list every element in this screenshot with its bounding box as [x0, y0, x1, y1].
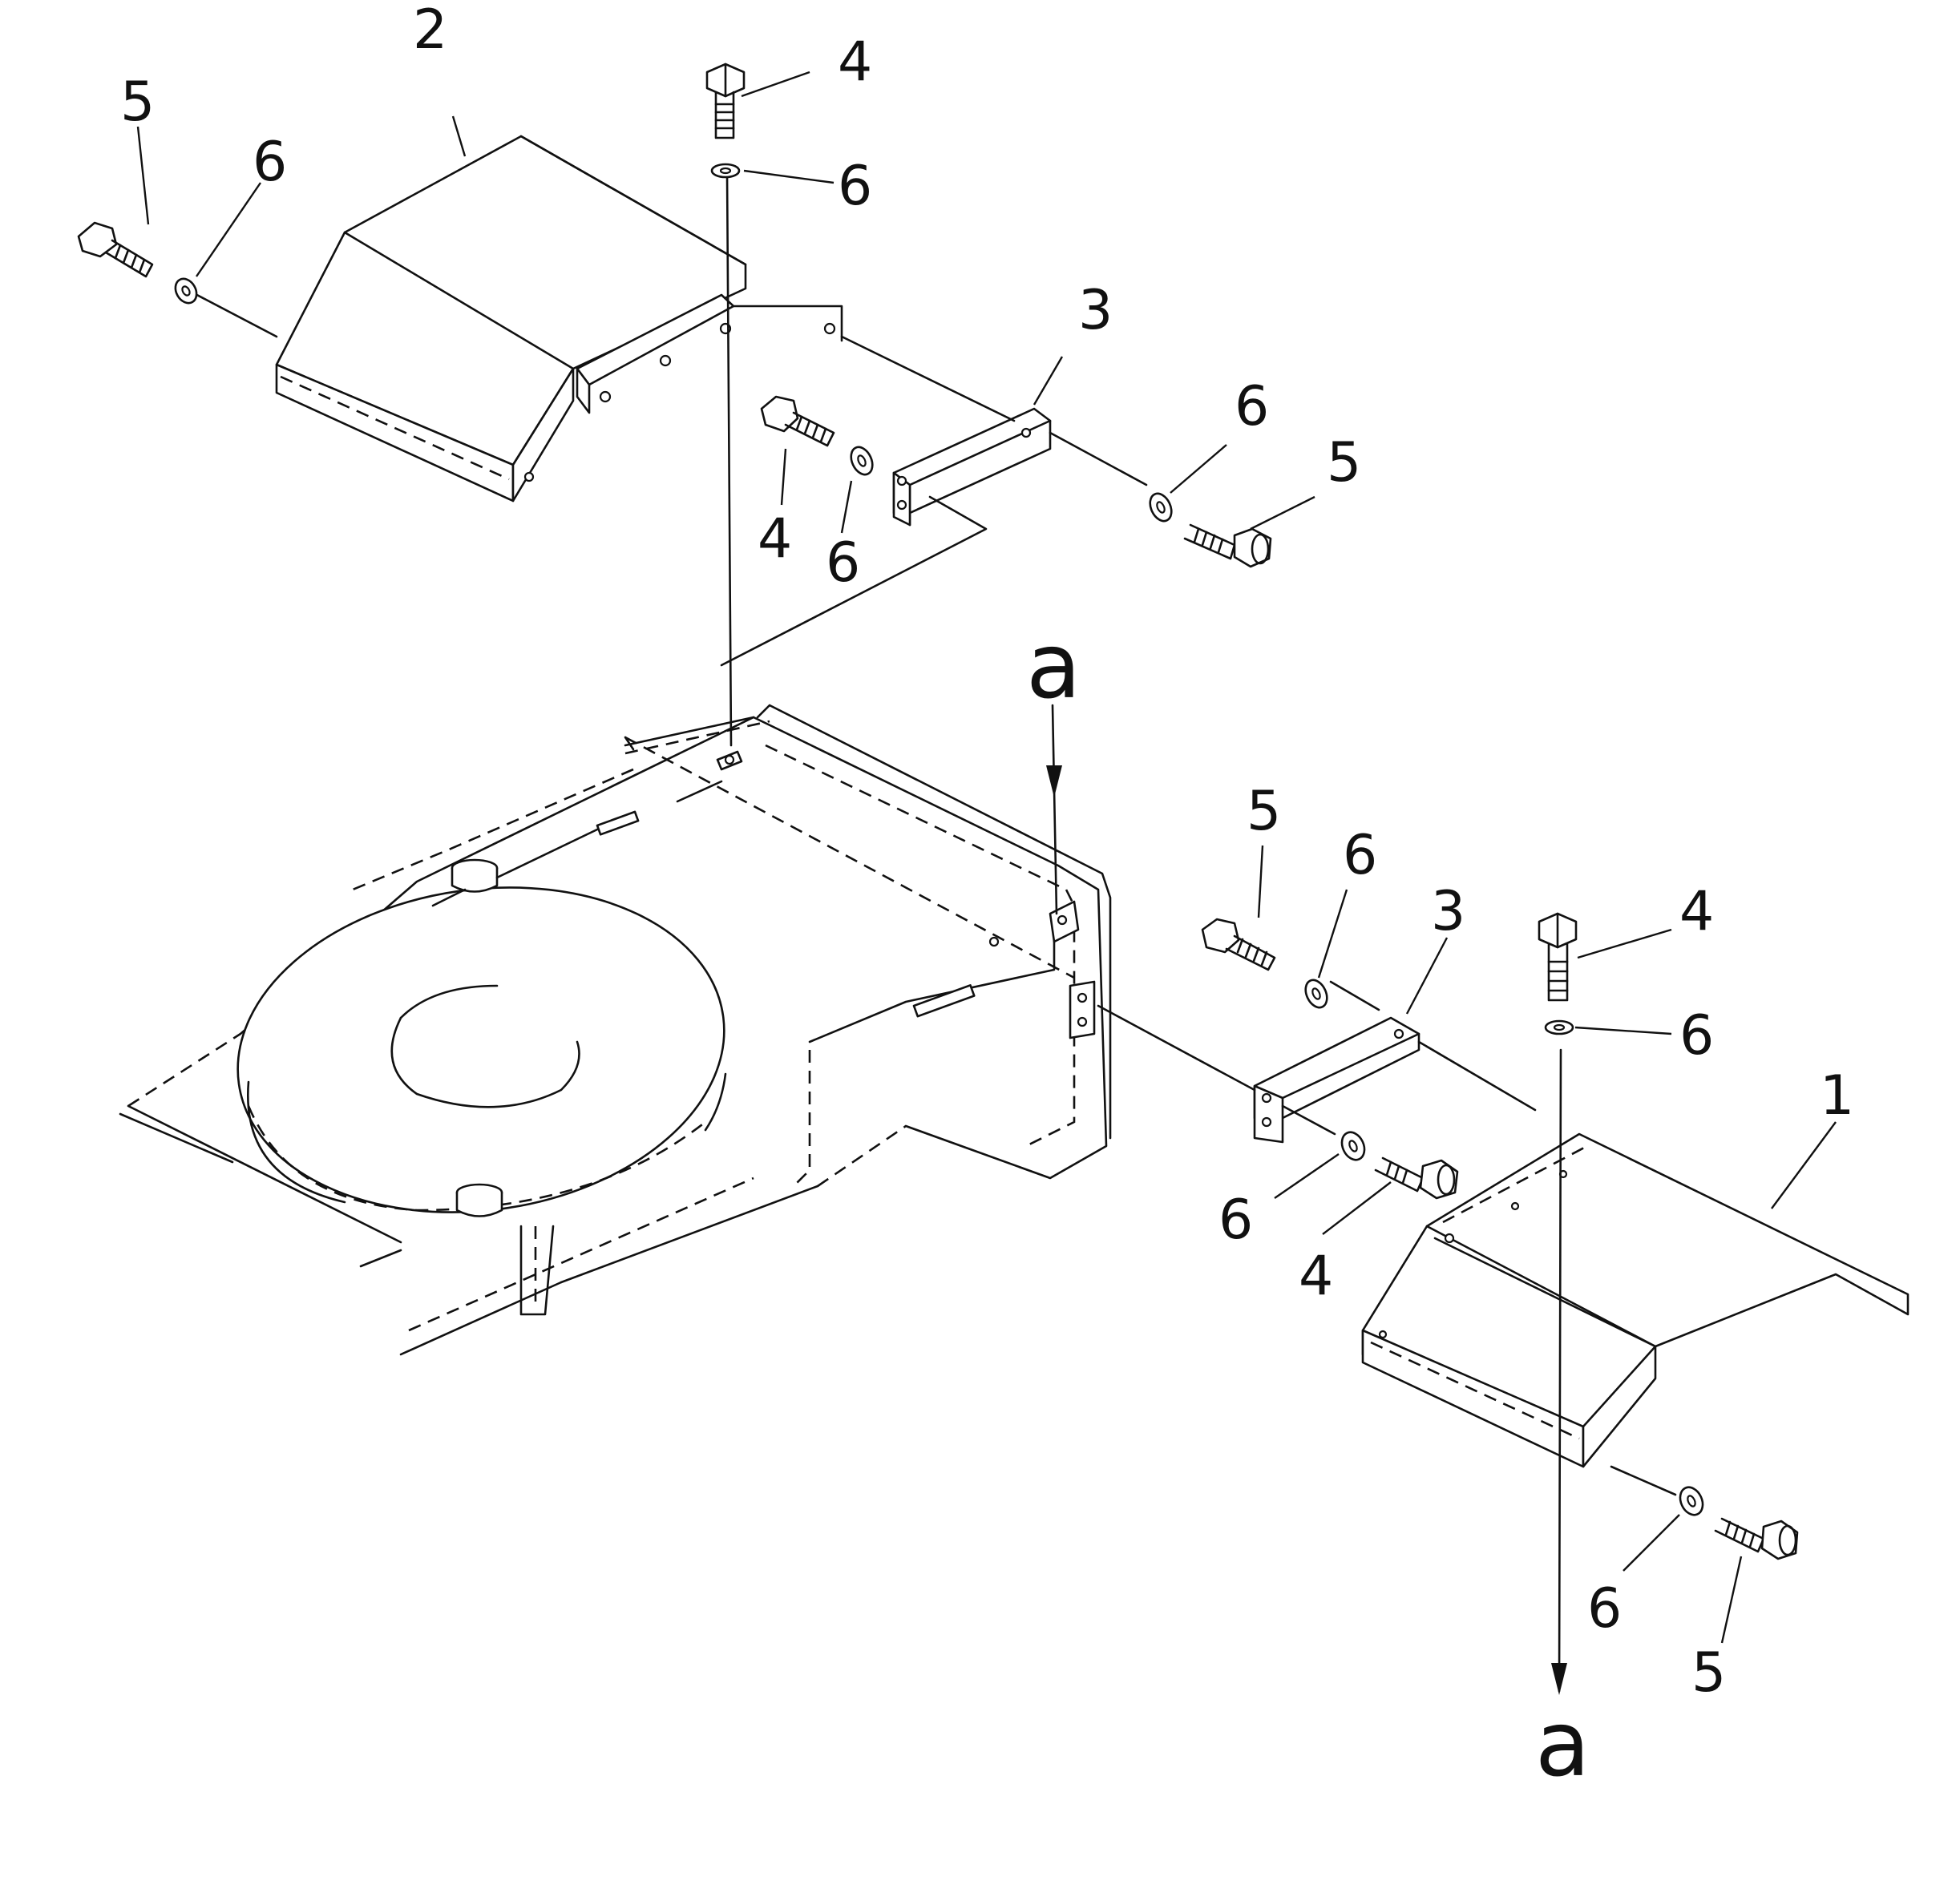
callout-5-upper-right: 5 — [1327, 431, 1361, 494]
callout-6-bottom-right: 6 — [1587, 1577, 1622, 1641]
washer-6-bottom-right — [1679, 1486, 1704, 1516]
knob-bottom — [455, 1183, 503, 1217]
washer-6-top — [710, 163, 741, 179]
assembly-lines — [191, 171, 1677, 1695]
callout-6-lower-middle: 6 — [1343, 824, 1377, 887]
callout-2: 2 — [413, 0, 447, 62]
callout-6-top: 6 — [838, 155, 872, 218]
cover-2 — [275, 135, 843, 502]
arrow-label-a-top: a — [1026, 615, 1081, 719]
callout-4-below-bracket: 4 — [1299, 1245, 1333, 1308]
bracket-3-lower — [1253, 1016, 1420, 1144]
leader-lines — [136, 71, 1837, 1644]
callout-6-lower-right: 6 — [1679, 1004, 1714, 1068]
bolt-4-below-bracket — [1374, 1156, 1459, 1200]
callout-3-lower: 3 — [1431, 880, 1465, 943]
callout-4-top: 4 — [838, 30, 872, 94]
bolt-5-bottom-right — [1714, 1517, 1799, 1560]
knob-top — [431, 828, 599, 907]
callout-6-below-bracket: 6 — [1218, 1189, 1253, 1252]
bolt-4-lower-right — [1538, 912, 1578, 1002]
washer-6-middle — [850, 446, 874, 476]
callout-labels: 2 5 6 4 6 3 6 5 4 6 5 6 3 4 6 1 6 4 6 5 … — [120, 0, 1854, 1797]
washer-6-upper-left — [174, 277, 198, 305]
washer-6-below-bracket — [1340, 1131, 1366, 1161]
turntable-disk — [236, 828, 727, 1217]
washer-6-upper-right — [1149, 492, 1173, 523]
callout-5-bottom-right: 5 — [1691, 1641, 1726, 1705]
arrow-label-a-bottom: a — [1535, 1693, 1590, 1797]
washer-6-lower-right — [1544, 1019, 1574, 1035]
bolt-5-lower-middle — [1201, 918, 1276, 971]
callout-6-upper-left: 6 — [253, 131, 287, 194]
bolt-5-upper-right — [1183, 523, 1272, 568]
callout-5-lower-middle: 5 — [1247, 780, 1281, 843]
callout-5-upper-left: 5 — [120, 71, 155, 134]
washer-6-lower-middle — [1304, 979, 1328, 1009]
cover-1 — [1361, 1132, 1909, 1468]
bracket-3-upper — [720, 407, 1052, 667]
callout-4-lower-right: 4 — [1679, 880, 1714, 943]
bolt-4-top — [705, 63, 746, 139]
callout-6-middle: 6 — [826, 531, 860, 595]
bolt-4-middle — [760, 395, 835, 447]
callout-6-upper-right: 6 — [1235, 375, 1269, 438]
callout-1: 1 — [1820, 1064, 1854, 1128]
bolt-5-upper-left — [77, 221, 154, 278]
callout-3-upper: 3 — [1078, 279, 1113, 342]
callout-4-middle: 4 — [758, 507, 792, 571]
